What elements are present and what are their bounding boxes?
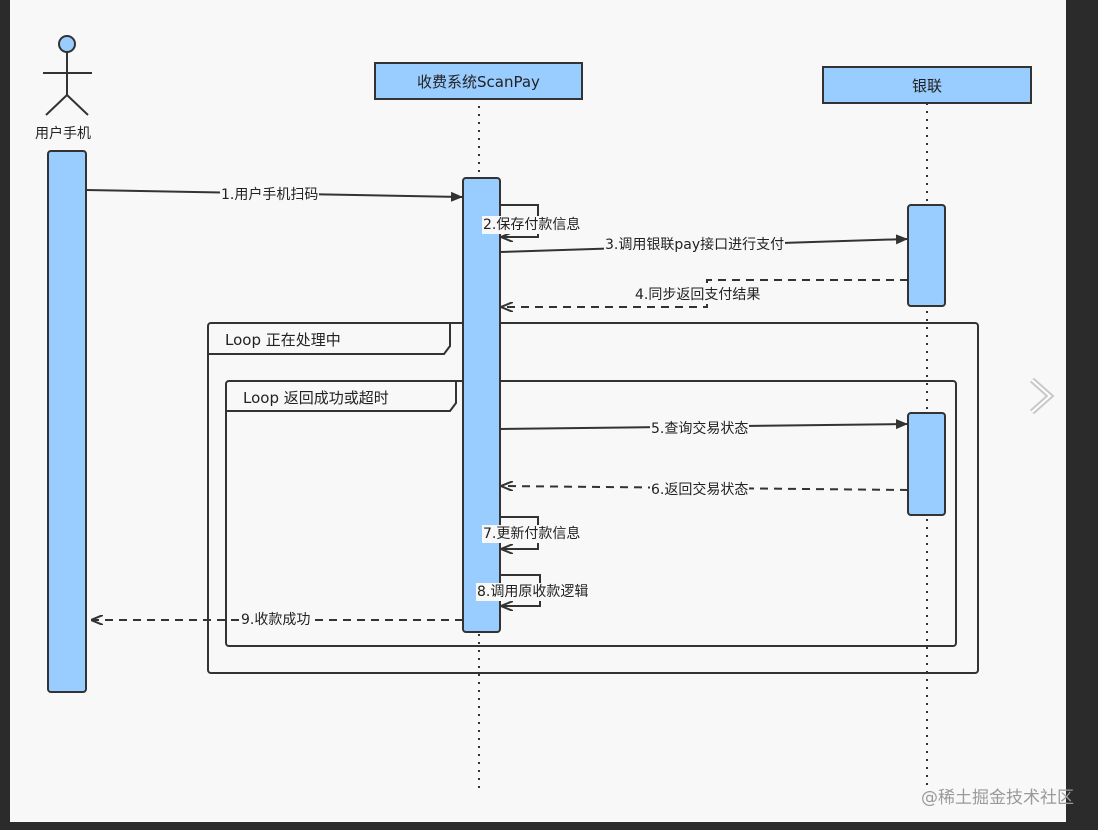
sequence-diagram [43,35,979,790]
message-label-7: 7.更新付款信息 [482,525,582,543]
unionpay-activation-2 [907,412,946,516]
chevron-right-icon[interactable] [1024,376,1060,416]
message-label-4: 4.同步返回支付结果 [634,286,762,304]
actor-activation [47,150,87,693]
participant-scanpay: 收费系统ScanPay [374,62,583,100]
participant-unionpay: 银联 [822,66,1032,104]
inner-loop-frame [225,380,957,647]
diagram-canvas: 用户手机 收费系统ScanPay 银联 Loop 正在处理中 Loop 返回成功… [10,0,1066,822]
stick-figure-icon [43,35,92,116]
unionpay-activation-1 [907,204,946,307]
message-label-2: 2.保存付款信息 [482,216,582,234]
inner-loop-title: Loop 返回成功或超时 [243,389,389,407]
message-label-3: 3.调用银联pay接口进行支付 [604,236,786,254]
actor-label: 用户手机 [34,125,92,143]
scanpay-activation [462,177,501,633]
message-label-6: 6.返回交易状态 [650,481,750,499]
message-label-1: 1.用户手机扫码 [220,186,320,204]
outer-loop-title: Loop 正在处理中 [225,331,341,349]
message-label-9: 9.收款成功 [240,611,312,629]
message-label-8: 8.调用原收款逻辑 [476,583,590,601]
outer-loop-frame [207,322,979,674]
watermark: @稀土掘金技术社区 [921,788,1074,808]
message-label-5: 5.查询交易状态 [650,420,750,438]
